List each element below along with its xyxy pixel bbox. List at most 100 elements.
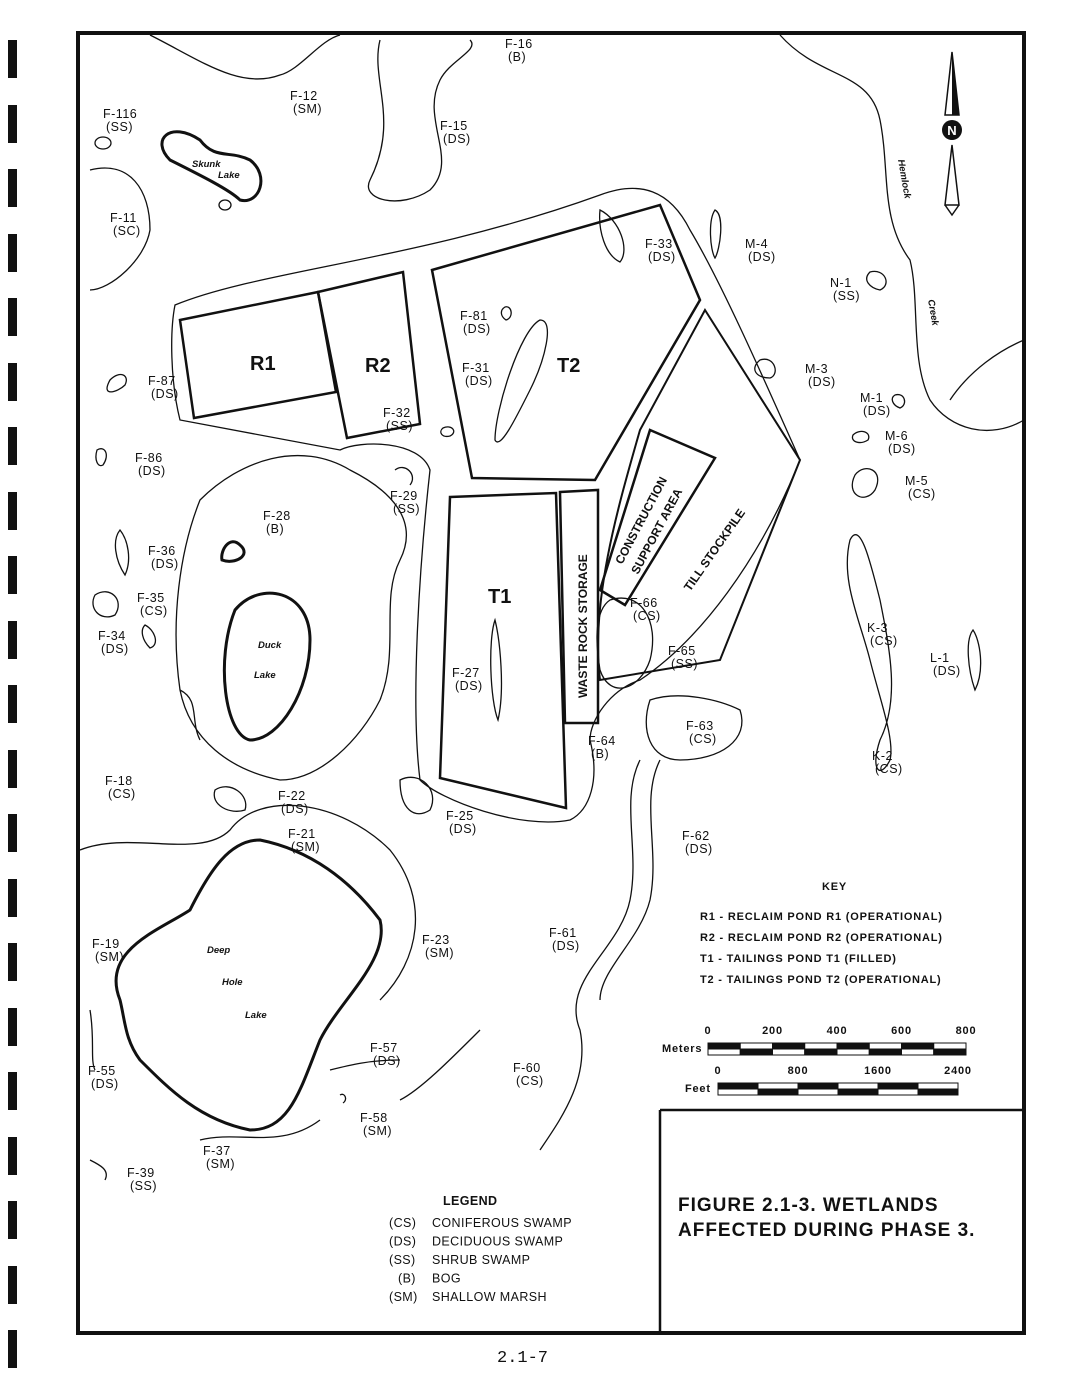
- wetland-type: (DS): [138, 464, 166, 478]
- binder-hole: [8, 104, 17, 143]
- wetland-type: (SS): [106, 120, 133, 134]
- wetland-type: (DS): [373, 1054, 401, 1068]
- label-waste-rock: WASTE ROCK STORAGE: [576, 554, 590, 698]
- wetland-id: N-1: [830, 276, 852, 290]
- wetland-id: M-3: [805, 362, 828, 376]
- wetland-id: F-62: [682, 829, 710, 843]
- wetland-id: F-23: [422, 933, 450, 947]
- wetland-type: (DS): [463, 322, 491, 336]
- scale-segment: [772, 1042, 806, 1050]
- binder-hole: [8, 491, 17, 530]
- legend-name: SHALLOW MARSH: [432, 1290, 547, 1304]
- binder-hole: [8, 362, 17, 401]
- scale-segment: [797, 1088, 839, 1096]
- label-deep-hole-lake: Deep: [207, 945, 230, 956]
- scale-segment: [917, 1088, 959, 1096]
- binder-hole: [8, 878, 17, 917]
- binder-hole: [8, 1330, 17, 1368]
- key-item: R2 - RECLAIM POND R2 (OPERATIONAL): [700, 932, 943, 944]
- wetland-id: F-66: [630, 596, 658, 610]
- key-item: T2 - TAILINGS POND T2 (OPERATIONAL): [700, 974, 941, 986]
- binder-hole: [8, 169, 17, 207]
- legend-name: CONIFEROUS SWAMP: [432, 1216, 572, 1230]
- wetland-type: (DS): [648, 250, 676, 264]
- wetland-id: F-12: [290, 89, 318, 103]
- legend-code: (B): [398, 1272, 416, 1286]
- scale-segment: [837, 1082, 879, 1090]
- scale-segment: [868, 1048, 902, 1056]
- binder-hole: [8, 814, 17, 852]
- wetland-type: (DS): [933, 664, 961, 678]
- wetland-id: F-19: [92, 937, 120, 951]
- wetland-type: (CS): [870, 634, 898, 648]
- wetland-type: (SC): [113, 224, 141, 238]
- title-box: [658, 1108, 1024, 1333]
- wetland-id: M-4: [745, 237, 768, 251]
- scale-tick-label: 400: [827, 1025, 848, 1037]
- wetland-id: F-64: [588, 734, 616, 748]
- binder-hole: [8, 1007, 17, 1046]
- wetland-type: (CS): [516, 1074, 544, 1088]
- binder-hole: [8, 40, 17, 78]
- label-duck-lake-2: Lake: [254, 670, 276, 681]
- key-title: KEY: [822, 881, 847, 893]
- page-number: 2.1-7: [497, 1349, 548, 1368]
- label-skunk-lake-2: Lake: [218, 170, 240, 181]
- scale-segment: [836, 1042, 870, 1050]
- binder-hole: [8, 1136, 17, 1175]
- scale-segment: [757, 1088, 799, 1096]
- label-duck-lake: Duck: [258, 640, 282, 651]
- wetland-type: (SM): [293, 102, 322, 116]
- wetland-id: F-58: [360, 1111, 388, 1125]
- wetland-type: (DS): [685, 842, 713, 856]
- wetland-id: M-5: [905, 474, 928, 488]
- wetland-id: F-81: [460, 309, 488, 323]
- scale-segment: [868, 1042, 902, 1050]
- wetland-type: (SM): [291, 840, 320, 854]
- wetland-id: F-34: [98, 629, 126, 643]
- wetland-type: (DS): [465, 374, 493, 388]
- wetland-type: (SS): [386, 419, 413, 433]
- wetland-id: F-86: [135, 451, 163, 465]
- north-arrow-icon: N: [942, 51, 962, 217]
- wetland-type: (CS): [689, 732, 717, 746]
- wetland-id: F-21: [288, 827, 316, 841]
- svg-text:Meters: Meters: [662, 1043, 702, 1055]
- label-t1: T1: [488, 586, 511, 608]
- scale-segment: [739, 1048, 773, 1056]
- scale-tick-label: 0: [715, 1065, 722, 1077]
- wetland-type: (DS): [808, 375, 836, 389]
- wetland-outlines: [79, 34, 1025, 1181]
- wetland-type: (SS): [833, 289, 860, 303]
- wetland-id: F-33: [645, 237, 673, 251]
- legend-name: BOG: [432, 1272, 461, 1286]
- wetland-id: F-25: [446, 809, 474, 823]
- label-r2: R2: [365, 355, 391, 377]
- binder-hole: [8, 298, 17, 336]
- wetland-type: (DS): [101, 642, 129, 656]
- wetland-id: K-3: [867, 621, 888, 635]
- scale-tick-label: 2400: [944, 1065, 972, 1077]
- wetland-id: F-55: [88, 1064, 116, 1078]
- scale-segment: [877, 1082, 919, 1090]
- wetland-id: M-6: [885, 429, 908, 443]
- scale-tick-label: 800: [956, 1025, 977, 1037]
- scale-segment: [717, 1088, 759, 1096]
- wetland-type: (DS): [91, 1077, 119, 1091]
- scale-segment: [707, 1048, 741, 1056]
- scale-segment: [797, 1082, 839, 1090]
- scale-segment: [901, 1042, 935, 1050]
- scale-tick-label: 600: [891, 1025, 912, 1037]
- wetland-type: (B): [508, 50, 526, 64]
- wetland-type: (DS): [863, 404, 891, 418]
- wetland-type: (B): [266, 522, 284, 536]
- label-till: TILL STOCKPILE: [681, 506, 748, 593]
- wetland-id: F-65: [668, 644, 696, 658]
- wetland-id: F-61: [549, 926, 577, 940]
- wetland-type: (SM): [95, 950, 124, 964]
- binder-hole: [8, 556, 17, 594]
- legend-name: DECIDUOUS SWAMP: [432, 1235, 563, 1249]
- wetland-type: (SM): [425, 946, 454, 960]
